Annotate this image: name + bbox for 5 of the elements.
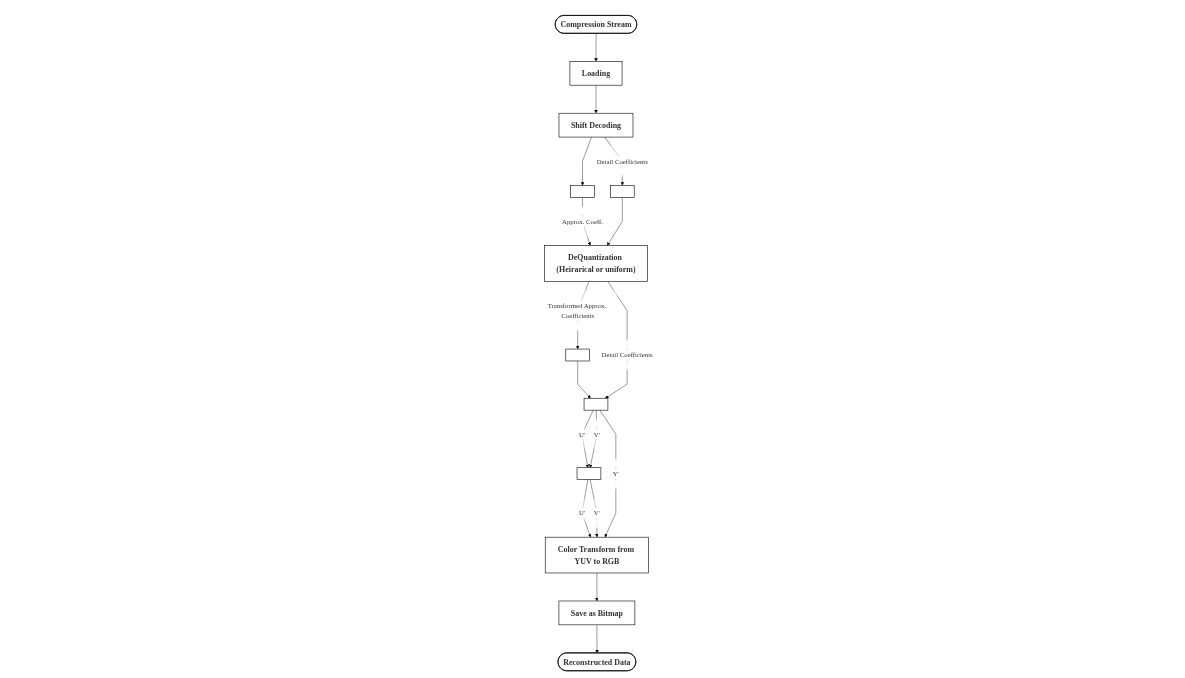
node-box	[565, 348, 590, 362]
node-box	[583, 397, 608, 411]
node-box	[609, 185, 635, 198]
node-box	[569, 185, 595, 198]
node-box	[576, 467, 601, 480]
